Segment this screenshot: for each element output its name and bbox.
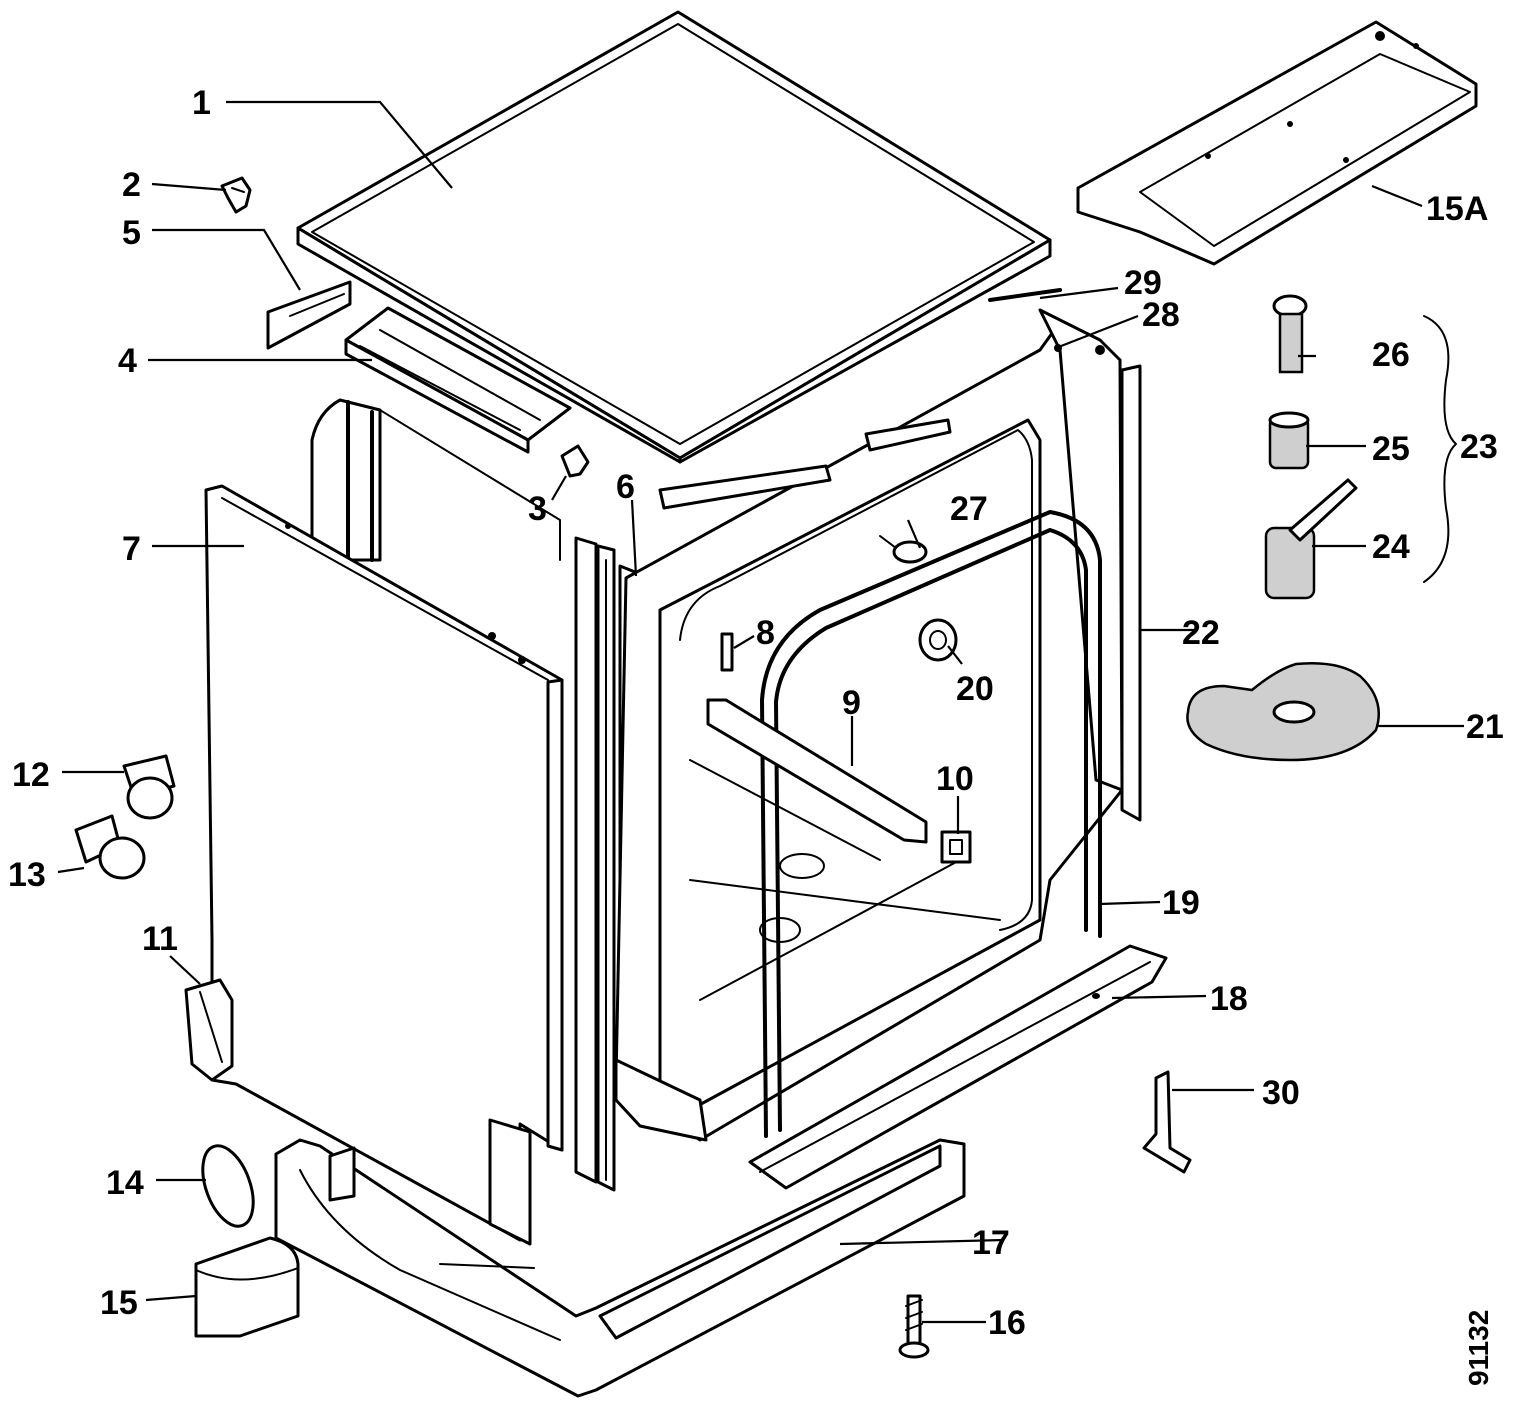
part-8-bracket	[720, 632, 734, 672]
callout-17: 17	[972, 1224, 1010, 1262]
tub-frame	[614, 320, 1124, 1142]
callout-27: 27	[950, 490, 988, 528]
group-23-brace	[1423, 315, 1457, 583]
part-18-kick-rail	[748, 944, 1168, 1190]
callout-18: 18	[1210, 980, 1248, 1018]
part-16-screw	[898, 1294, 930, 1359]
part-5-trim-strip	[266, 280, 352, 350]
part-22-rail	[1120, 364, 1142, 822]
part-1-worktop	[296, 10, 1052, 464]
part-24-filter-basket	[1264, 478, 1358, 600]
part-3-clip	[560, 444, 590, 478]
part-29-top-rail	[658, 288, 1062, 510]
callout-25: 25	[1372, 430, 1410, 468]
callout-19: 19	[1162, 884, 1200, 922]
part-11-bracket	[184, 978, 234, 1082]
part-4-pad	[344, 306, 572, 454]
reference-code: 91132	[1463, 1310, 1494, 1386]
callout-1: 1	[192, 84, 211, 122]
callout-8: 8	[756, 614, 775, 652]
cabinet-back-frame	[310, 398, 561, 562]
part-20-nozzle	[918, 618, 958, 662]
part-7-side-panel	[204, 484, 564, 1246]
callout-2: 2	[122, 166, 141, 204]
part-21-filter-plate	[1186, 661, 1380, 762]
callout-3: 3	[528, 490, 547, 528]
callout-21: 21	[1466, 708, 1504, 746]
callout-13: 13	[8, 856, 46, 894]
part-9-rail-bar	[706, 698, 928, 844]
part-17-base	[274, 1138, 966, 1398]
callout-20: 20	[956, 670, 994, 708]
callout-22: 22	[1182, 614, 1220, 652]
part-25-filter	[1268, 411, 1310, 470]
part-27-hook	[879, 535, 928, 564]
callout-26: 26	[1372, 336, 1410, 374]
callout-9: 9	[842, 684, 861, 722]
part-2-clip	[220, 176, 252, 214]
part-19-door-seal	[760, 510, 1102, 1138]
part-26-filter-tube	[1272, 294, 1308, 374]
callout-labels: 1 2 3 4 5 6 7 8 9 10 11 12 13 14 15 15A …	[8, 84, 1504, 1342]
part-30-foot	[1142, 1070, 1192, 1174]
callout-29: 29	[1124, 264, 1162, 302]
callout-11: 11	[142, 920, 178, 958]
callout-15: 15	[100, 1284, 138, 1322]
part-13-knob	[74, 814, 146, 880]
callout-16: 16	[988, 1304, 1026, 1342]
callout-5: 5	[122, 214, 141, 252]
part-15-cover-box	[194, 1236, 300, 1338]
callout-12: 12	[12, 756, 50, 794]
part-10-bracket	[940, 830, 972, 864]
part-14-gasket	[201, 1144, 255, 1228]
callout-10: 10	[936, 760, 974, 798]
callout-23: 23	[1460, 428, 1498, 466]
leader-lines	[57, 100, 1464, 1324]
part-15A-control-panel	[1076, 20, 1478, 266]
callout-4: 4	[118, 342, 137, 380]
callout-15A: 15A	[1426, 190, 1488, 228]
part-12-knob	[122, 754, 176, 820]
callout-7: 7	[122, 530, 141, 568]
callout-28: 28	[1142, 296, 1180, 334]
callout-6: 6	[616, 468, 635, 506]
callout-24: 24	[1372, 528, 1410, 566]
callout-14: 14	[106, 1164, 144, 1202]
callout-30: 30	[1262, 1074, 1300, 1112]
